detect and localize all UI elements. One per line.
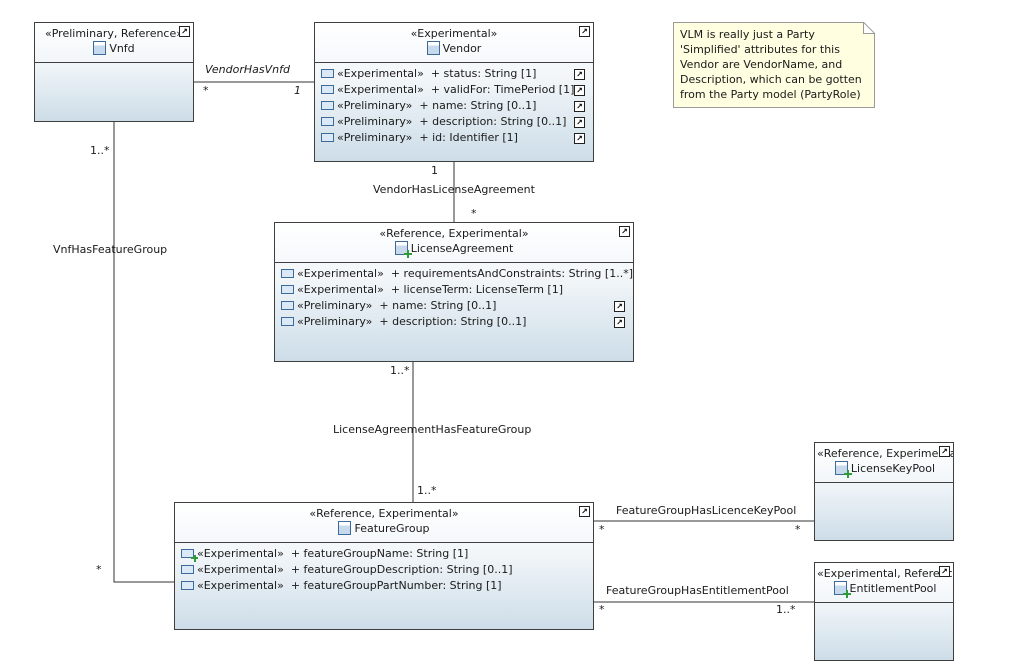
class-icon <box>338 521 352 535</box>
class-icon <box>834 461 852 478</box>
class-header: «Reference, Experimental» LicenseAgreeme… <box>275 223 633 263</box>
association-name[interactable]: VnfHasFeatureGroup <box>53 243 168 256</box>
class-name: EntitlementPool <box>849 582 937 595</box>
class-stereotype: «Experimental, Reference» <box>817 567 954 580</box>
class-vnfd[interactable]: ↗ «Preliminary, Reference» Vnfd <box>34 22 194 122</box>
multiplicity-label: * <box>203 84 209 97</box>
attribute-row[interactable]: «Preliminary» + name: String [0..1]↗ <box>321 98 587 114</box>
association-name[interactable]: VendorHasVnfd <box>205 63 290 76</box>
multiplicity-label: 1 <box>294 84 301 97</box>
attribute-row[interactable]: «Experimental» + licenseTerm: LicenseTer… <box>281 282 627 298</box>
association-name[interactable]: LicenseAgreementHasFeatureGroup <box>333 423 532 436</box>
class-name: LicenseKeyPool <box>850 462 936 475</box>
link-arrow-icon[interactable]: ↗ <box>939 566 950 577</box>
attribute-row[interactable]: «Experimental» + featureGroupDescription… <box>181 562 587 578</box>
attribute-icon <box>281 284 294 294</box>
note-line: VLM is really just a Party <box>680 28 815 41</box>
note-line: from the Party model (PartyRole) <box>680 88 861 101</box>
attribute-row[interactable]: «Experimental» + featureGroupPartNumber:… <box>181 578 587 594</box>
class-header: «Experimental» Vendor <box>315 23 593 63</box>
class-license-agreement[interactable]: ↗ «Reference, Experimental» LicenseAgree… <box>274 222 634 362</box>
attribute-icon <box>281 268 294 278</box>
note[interactable]: VLM is really just a Party 'Simplified' … <box>673 22 875 108</box>
multiplicity-label: 1..* <box>390 364 410 377</box>
attribute-icon <box>321 116 334 126</box>
class-name: Vendor <box>442 42 482 55</box>
attribute-icon <box>281 316 294 326</box>
multiplicity-label: 1..* <box>776 603 796 616</box>
multiplicity-label: * <box>471 207 477 220</box>
attribute-list: «Experimental» + status: String [1]↗ «Ex… <box>315 63 593 146</box>
class-stereotype: «Experimental» <box>410 27 498 40</box>
attribute-icon <box>321 84 334 94</box>
attribute-icon <box>321 68 334 78</box>
link-arrow-icon[interactable]: ↗ <box>619 226 630 237</box>
link-arrow-icon[interactable]: ↗ <box>939 446 950 457</box>
attribute-row[interactable]: «Preliminary» + id: Identifier [1]↗ <box>321 130 587 146</box>
attribute-list: «Experimental» + requirementsAndConstrai… <box>275 263 633 330</box>
note-line: Description, which can be gotten <box>680 73 862 86</box>
multiplicity-label: 1..* <box>417 484 437 497</box>
multiplicity-label: * <box>599 603 605 616</box>
link-arrow-icon[interactable]: ↗ <box>579 506 590 517</box>
link-arrow-icon[interactable]: ↗ <box>614 301 625 312</box>
line-vnf-has-feature-group <box>113 122 174 583</box>
link-arrow-icon[interactable]: ↗ <box>574 117 585 128</box>
association-name[interactable]: FeatureGroupHasLicenceKeyPool <box>616 504 797 517</box>
class-header: «Reference, Experimental» FeatureGroup <box>175 503 593 543</box>
multiplicity-label: 1 <box>431 164 438 177</box>
class-icon <box>833 581 851 598</box>
link-arrow-icon[interactable]: ↗ <box>579 26 590 37</box>
attribute-icon <box>281 300 294 310</box>
link-arrow-icon[interactable]: ↗ <box>574 101 585 112</box>
class-name: FeatureGroup <box>354 522 430 535</box>
attribute-row[interactable]: «Experimental» + status: String [1]↗ <box>321 66 587 82</box>
class-license-key-pool[interactable]: ↗ «Reference, Experimental» LicenseKeyPo… <box>814 442 954 541</box>
attribute-row[interactable]: «Experimental» + validFor: TimePeriod [1… <box>321 82 587 98</box>
link-arrow-icon[interactable]: ↗ <box>614 317 625 328</box>
attribute-key-icon <box>181 548 198 562</box>
class-icon <box>93 41 107 55</box>
attribute-row[interactable]: «Preliminary» + name: String [0..1]↗ <box>281 298 627 314</box>
attribute-icon <box>321 100 334 110</box>
class-name: Vnfd <box>109 42 135 55</box>
attribute-row[interactable]: «Preliminary» + description: String [0..… <box>281 314 627 330</box>
class-icon <box>394 241 412 258</box>
attribute-row[interactable]: «Preliminary» + description: String [0..… <box>321 114 587 130</box>
class-stereotype: «Reference, Experimental» <box>309 507 459 520</box>
multiplicity-label: * <box>795 523 801 536</box>
association-name[interactable]: VendorHasLicenseAgreement <box>373 183 535 196</box>
association-name[interactable]: FeatureGroupHasEntitlementPool <box>606 584 789 597</box>
multiplicity-label: 1..* <box>90 144 110 157</box>
attribute-icon <box>181 580 194 590</box>
attribute-icon <box>181 564 194 574</box>
class-stereotype: «Preliminary, Reference» <box>45 27 183 40</box>
link-arrow-icon[interactable]: ↗ <box>574 133 585 144</box>
class-stereotype: «Reference, Experimental» <box>379 227 529 240</box>
note-line: 'Simplified' attributes for this <box>680 43 840 56</box>
class-header: «Reference, Experimental» LicenseKeyPool <box>815 443 953 483</box>
note-fold-corner <box>863 22 875 34</box>
attribute-row[interactable]: «Experimental» + featureGroupName: Strin… <box>181 546 587 562</box>
multiplicity-label: * <box>96 563 102 576</box>
class-entitlement-pool[interactable]: ↗ «Experimental, Reference» EntitlementP… <box>814 562 954 661</box>
class-vendor[interactable]: ↗ «Experimental» Vendor «Experimental» +… <box>314 22 594 162</box>
link-arrow-icon[interactable]: ↗ <box>574 69 585 80</box>
class-header: «Preliminary, Reference» Vnfd <box>35 23 193 63</box>
attribute-list: «Experimental» + featureGroupName: Strin… <box>175 543 593 594</box>
link-arrow-icon[interactable]: ↗ <box>179 26 190 37</box>
class-name: LicenseAgreement <box>410 242 514 255</box>
class-header: «Experimental, Reference» EntitlementPoo… <box>815 563 953 603</box>
class-feature-group[interactable]: ↗ «Reference, Experimental» FeatureGroup… <box>174 502 594 630</box>
note-line: Vendor are VendorName, and <box>680 58 843 71</box>
attribute-icon <box>321 132 334 142</box>
attribute-row[interactable]: «Experimental» + requirementsAndConstrai… <box>281 266 633 282</box>
link-arrow-icon[interactable]: ↗ <box>574 85 585 96</box>
class-stereotype: «Reference, Experimental» <box>817 447 954 460</box>
class-icon <box>426 41 440 55</box>
multiplicity-label: * <box>599 523 605 536</box>
